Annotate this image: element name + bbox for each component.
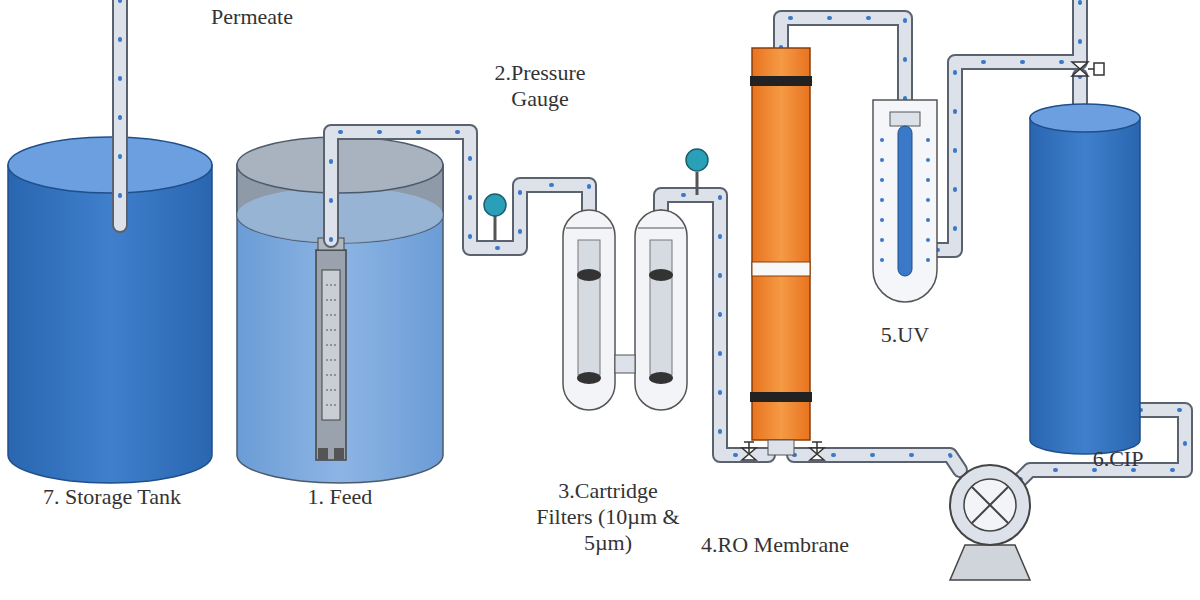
pipe <box>118 0 122 225</box>
feed-tank <box>237 137 443 483</box>
uv-label: 5.UV <box>860 322 950 348</box>
pipe <box>112 0 128 225</box>
cartridge-filters-label: 3.Cartridge Filters (10µm & 5µm) <box>528 478 688 556</box>
pipe <box>331 132 589 248</box>
cip-label: 6.CIP <box>1078 446 1158 472</box>
pipe <box>331 132 589 248</box>
hp-pump <box>950 465 1030 580</box>
cip-tank <box>1030 104 1140 454</box>
pipe <box>114 0 126 225</box>
cartridge-filters <box>563 210 687 410</box>
outlet-valve <box>1072 62 1104 76</box>
storage-tank <box>8 137 212 483</box>
pressure-gauge-label: 2.Pressure Gauge <box>465 60 615 112</box>
feed-label: 1. Feed <box>280 484 400 510</box>
pressure-gauges <box>484 149 708 240</box>
ro-membrane <box>750 48 812 455</box>
valves <box>742 442 824 460</box>
pipe-network <box>120 0 1185 480</box>
pipe <box>331 132 589 248</box>
ro-membrane-label: 4.RO Membrane <box>700 532 850 558</box>
uv-unit <box>873 100 937 302</box>
permeate-label: Permeate <box>182 4 322 30</box>
storage-tank-label: 7. Storage Tank <box>37 484 187 510</box>
